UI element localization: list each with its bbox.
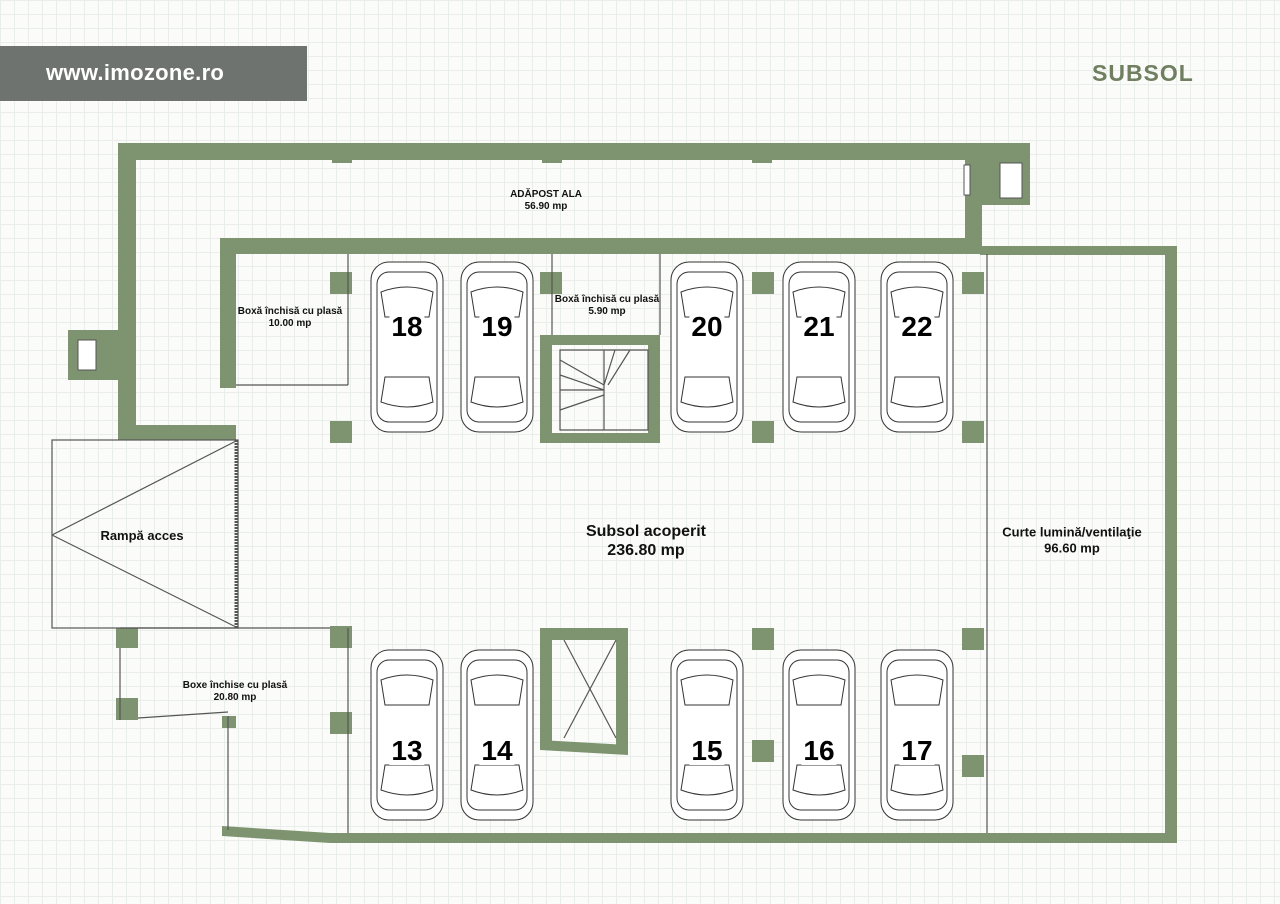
parking-spot-number: 15 <box>689 735 725 766</box>
website-banner: www.imozone.ro <box>0 46 307 101</box>
cars <box>370 261 954 821</box>
parking-spot-number: 21 <box>801 311 837 342</box>
stairs-icon <box>559 349 649 431</box>
car-icon <box>670 261 744 433</box>
pillars <box>116 150 984 777</box>
car-icon <box>460 261 534 433</box>
car-icon <box>460 649 534 821</box>
parking-spot-number: 22 <box>899 311 935 342</box>
parking-spot-number: 16 <box>801 735 837 766</box>
parking-spot-number: 17 <box>899 735 935 766</box>
level-title: SUBSOL <box>1092 60 1194 86</box>
parking-spot-number: 18 <box>389 311 425 342</box>
car-icon <box>880 649 954 821</box>
walls <box>68 143 1177 843</box>
car-icon <box>880 261 954 433</box>
parking-spot-number: 19 <box>479 311 515 342</box>
parking-spot-number: 13 <box>389 735 425 766</box>
car-icon <box>370 649 444 821</box>
car-icon <box>782 261 856 433</box>
car-icon <box>670 649 744 821</box>
car-icon <box>370 261 444 433</box>
website-url: www.imozone.ro <box>46 60 225 85</box>
parking-spot-number: 14 <box>479 735 515 766</box>
parking-spot-number: 20 <box>689 311 725 342</box>
car-icon <box>782 649 856 821</box>
ramp-label: Rampă acces <box>100 528 184 544</box>
